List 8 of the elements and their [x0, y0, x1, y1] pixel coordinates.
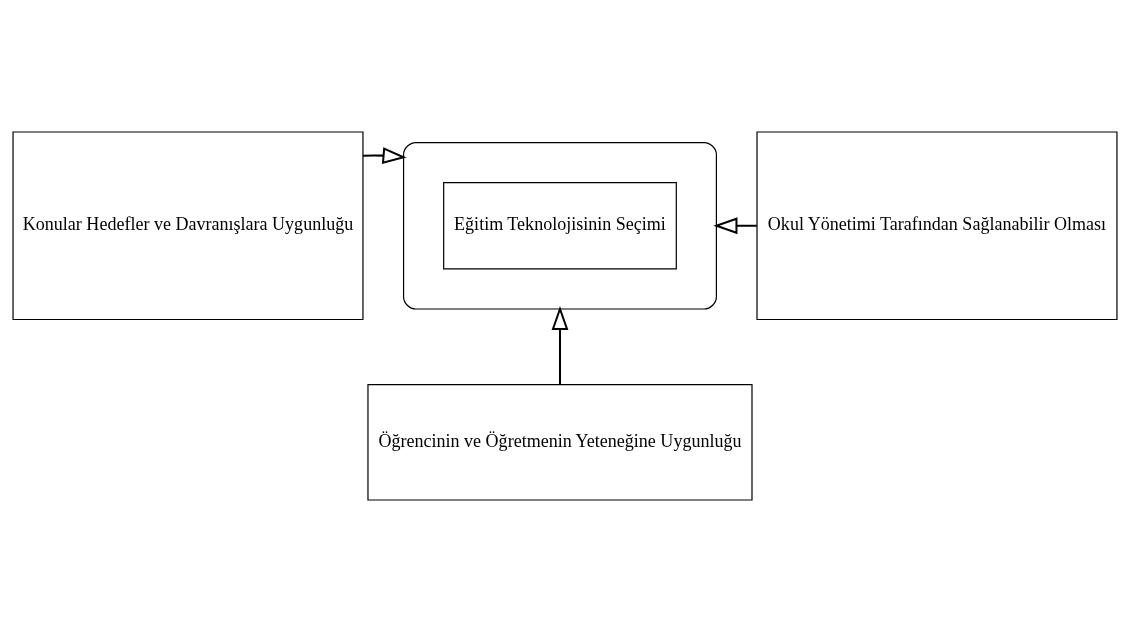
node-box: Konular Hedefler ve Davranışlara Uygunluğu	[12, 131, 364, 321]
arrow	[363, 147, 407, 164]
node-box: Okul Yönetimi Tarafından Sağlanabilir Olması	[756, 131, 1118, 321]
cluster	[402, 141, 717, 310]
node-box: Eğitim Teknolojisinin Seçimi	[443, 182, 677, 270]
arrow	[713, 217, 757, 235]
node-box: Öğrencinin ve Öğretmenin Yeteneğine Uygunluğu	[367, 384, 753, 501]
arrow	[551, 305, 569, 385]
